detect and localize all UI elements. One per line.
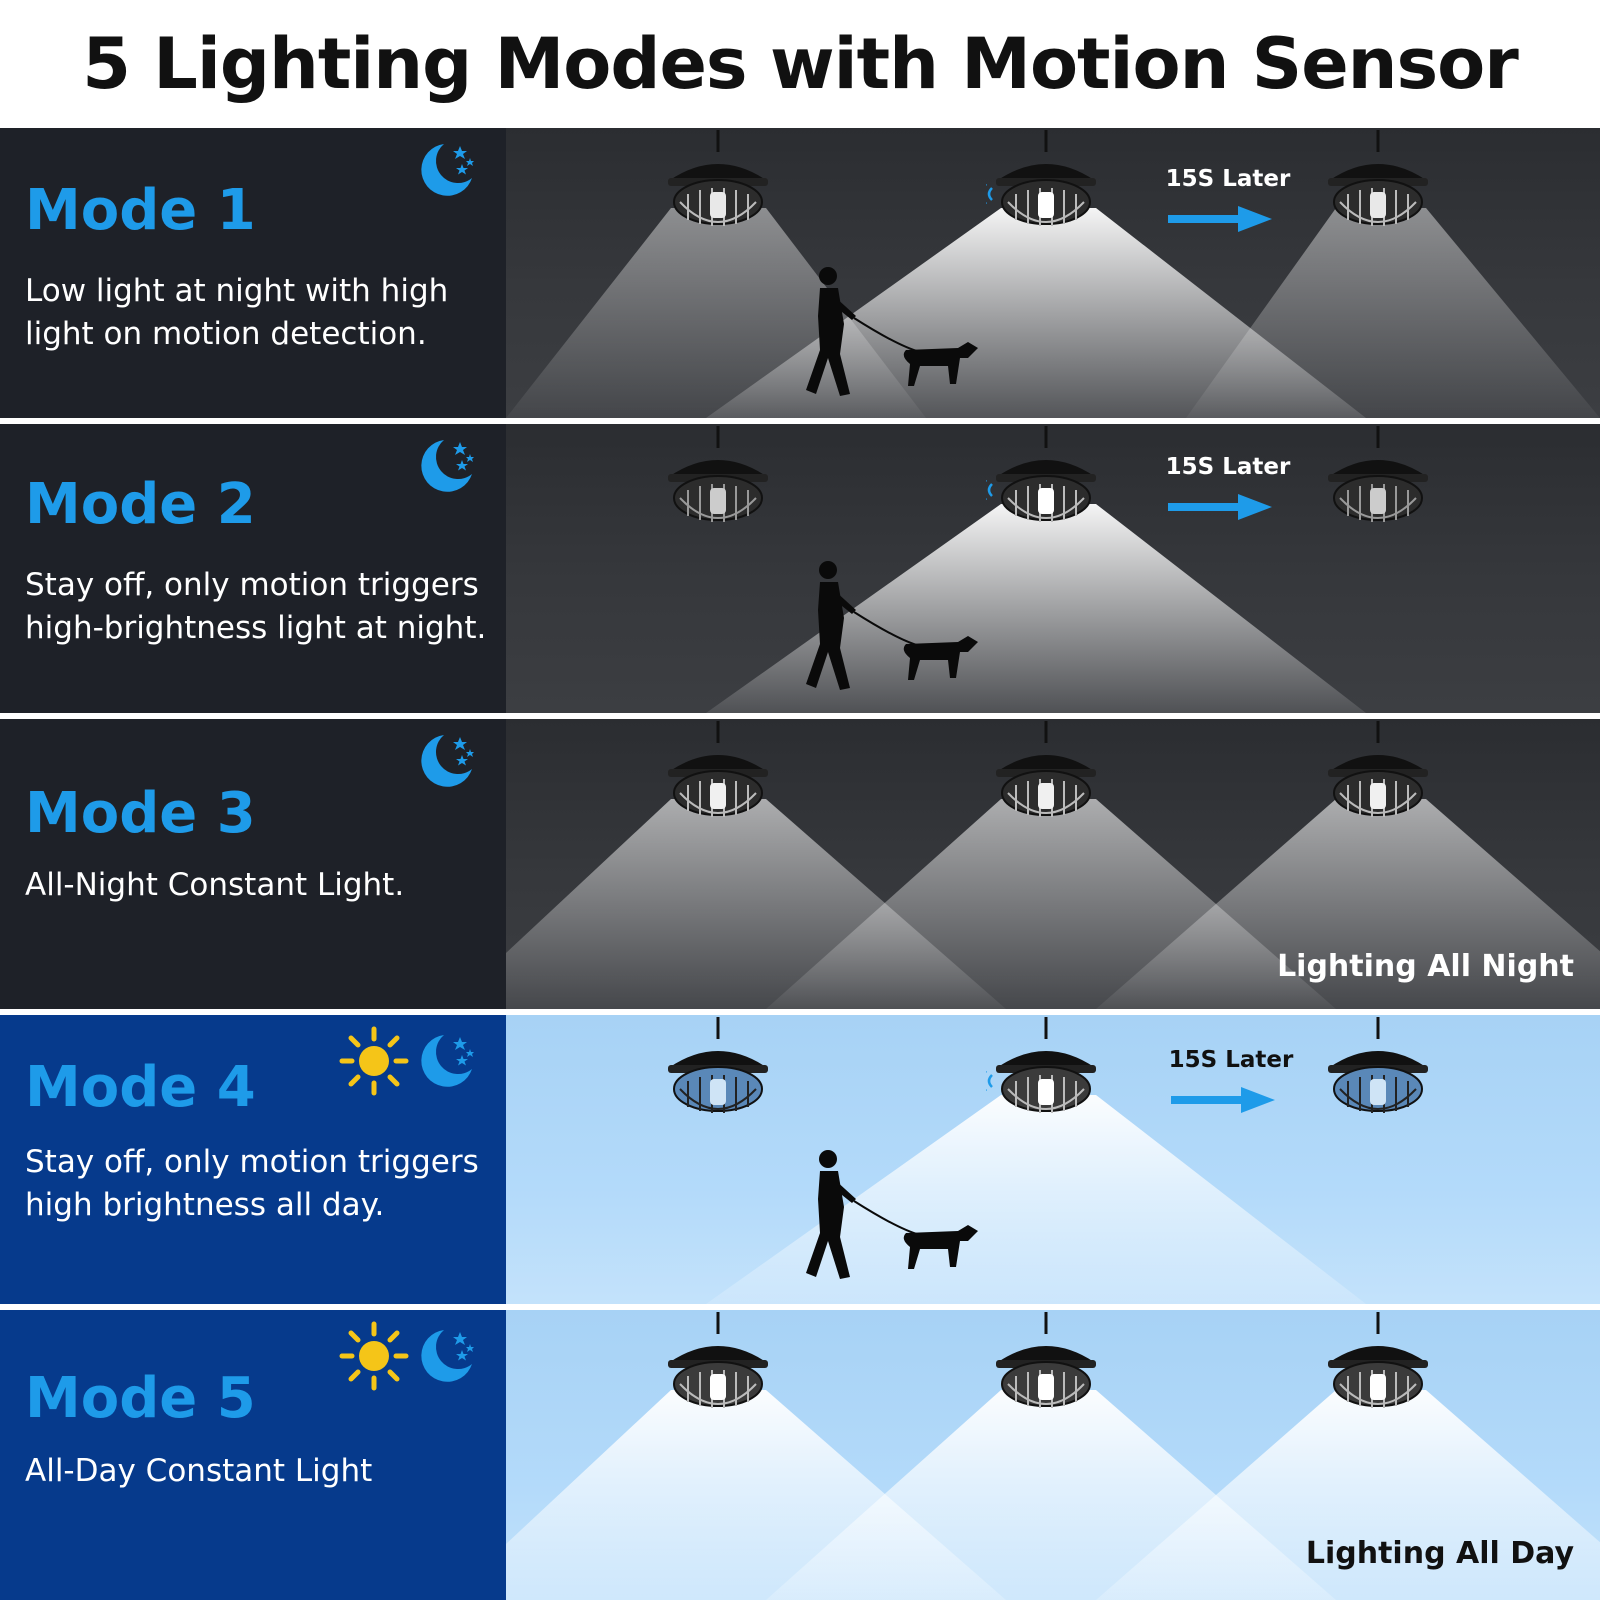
mode-1-desc-line-1: Low light at night with high — [25, 273, 449, 309]
mode-3-info-panel: Mode 3 All-Night Constant Light. — [0, 719, 506, 1009]
lamp-icon — [1318, 721, 1438, 841]
lamp-icon — [658, 1312, 778, 1432]
lighting-all-day-label: Lighting All Day — [1305, 1536, 1574, 1571]
mode-2-desc-line-2: high-brightness light at night. — [25, 610, 487, 646]
lamp-icon — [658, 1017, 778, 1137]
delay-indicator: 15S Later — [1158, 454, 1298, 524]
arrow-right-icon — [1168, 494, 1272, 520]
lamp-icon — [658, 130, 778, 250]
mode-3-description: All-Night Constant Light. — [25, 864, 505, 907]
divider — [0, 1009, 1600, 1015]
lamp-icon — [980, 130, 1106, 250]
mode-1-row: Mode 1 Low light at night with high ligh… — [0, 128, 1600, 418]
mode-5-info-panel: Mode 5 All-Day Constant Light — [0, 1310, 506, 1600]
mode-1-icons — [414, 138, 478, 202]
mode-2-desc-line-1: Stay off, only motion triggers — [25, 567, 479, 603]
moon-stars-icon — [421, 144, 474, 196]
mode-5-title: Mode 5 — [25, 1366, 256, 1431]
arrow-right-icon — [1168, 206, 1272, 232]
lamp-icon — [986, 1312, 1106, 1432]
mode-2-row: Mode 2 Stay off, only motion triggers hi… — [0, 424, 1600, 713]
moon-stars-icon — [421, 440, 474, 492]
mode-3-desc-line-1: All-Night Constant Light. — [25, 867, 405, 903]
delay-label: 15S Later — [1165, 454, 1291, 480]
mode-2-icons — [414, 434, 478, 498]
mode-1-title: Mode 1 — [25, 178, 256, 243]
lamp-icon — [1318, 1017, 1438, 1137]
mode-4-scene: 15S Later — [506, 1015, 1600, 1304]
mode-4-title: Mode 4 — [25, 1055, 256, 1120]
mode-4-desc-line-1: Stay off, only motion triggers — [25, 1144, 479, 1180]
mode-2-scene: 15S Later — [506, 424, 1600, 713]
light-beam — [706, 1095, 1366, 1304]
mode-3-icons — [414, 729, 478, 793]
mode-1-info-panel: Mode 1 Low light at night with high ligh… — [0, 128, 506, 418]
lamp-icon — [658, 426, 778, 546]
mode-3-title: Mode 3 — [25, 781, 256, 846]
arrow-right-icon — [1171, 1087, 1275, 1113]
mode-3-row: Mode 3 All-Night Constant Light. — [0, 719, 1600, 1009]
lamp-icon — [658, 721, 778, 841]
mode-2-description: Stay off, only motion triggers high-brig… — [25, 564, 505, 650]
mode-4-row: Mode 4 Stay off, only motion triggers hi… — [0, 1015, 1600, 1304]
mode-5-scene: Lighting All Day — [506, 1310, 1600, 1600]
light-beam — [706, 504, 1366, 713]
lamp-icon — [1318, 426, 1438, 546]
person-walking-dog-icon — [788, 560, 988, 704]
mode-4-info-panel: Mode 4 Stay off, only motion triggers hi… — [0, 1015, 506, 1304]
moon-stars-icon — [421, 735, 474, 787]
divider — [0, 713, 1600, 719]
mode-1-scene: 15S Later — [506, 128, 1600, 418]
lamp-icon — [986, 721, 1106, 841]
delay-label: 15S Later — [1168, 1047, 1294, 1073]
mode-2-info-panel: Mode 2 Stay off, only motion triggers hi… — [0, 424, 506, 713]
delay-label: 15S Later — [1165, 166, 1291, 192]
mode-5-row: Mode 5 All-Day Constant Light — [0, 1310, 1600, 1600]
page-title: 5 Lighting Modes with Motion Sensor — [82, 23, 1519, 105]
person-walking-dog-icon — [788, 1149, 988, 1293]
mode-2-title: Mode 2 — [25, 472, 256, 537]
lamp-icon — [980, 426, 1106, 546]
mode-5-icons — [338, 1320, 478, 1392]
divider — [0, 1304, 1600, 1310]
person-walking-dog-icon — [788, 266, 988, 410]
mode-4-icons — [338, 1025, 478, 1097]
light-beams — [506, 799, 1600, 1009]
delay-indicator: 15S Later — [1161, 1047, 1301, 1117]
moon-stars-icon — [421, 1035, 474, 1087]
sun-icon — [339, 1026, 409, 1096]
mode-4-description: Stay off, only motion triggers high brig… — [25, 1141, 505, 1227]
mode-4-desc-line-2: high brightness all day. — [25, 1187, 385, 1223]
mode-3-scene: Lighting All Night — [506, 719, 1600, 1009]
mode-5-desc-line-1: All-Day Constant Light — [25, 1453, 373, 1489]
lighting-all-night-label: Lighting All Night — [1277, 949, 1574, 984]
delay-indicator: 15S Later — [1158, 166, 1298, 236]
moon-stars-icon — [421, 1330, 474, 1382]
light-beams — [506, 1390, 1600, 1600]
divider — [0, 418, 1600, 424]
lamp-icon — [1318, 1312, 1438, 1432]
mode-1-description: Low light at night with high light on mo… — [25, 270, 505, 356]
sun-icon — [339, 1321, 409, 1391]
mode-5-description: All-Day Constant Light — [25, 1450, 505, 1493]
lamp-icon — [980, 1017, 1106, 1137]
lamp-icon — [1318, 130, 1438, 250]
mode-1-desc-line-2: light on motion detection. — [25, 316, 427, 352]
